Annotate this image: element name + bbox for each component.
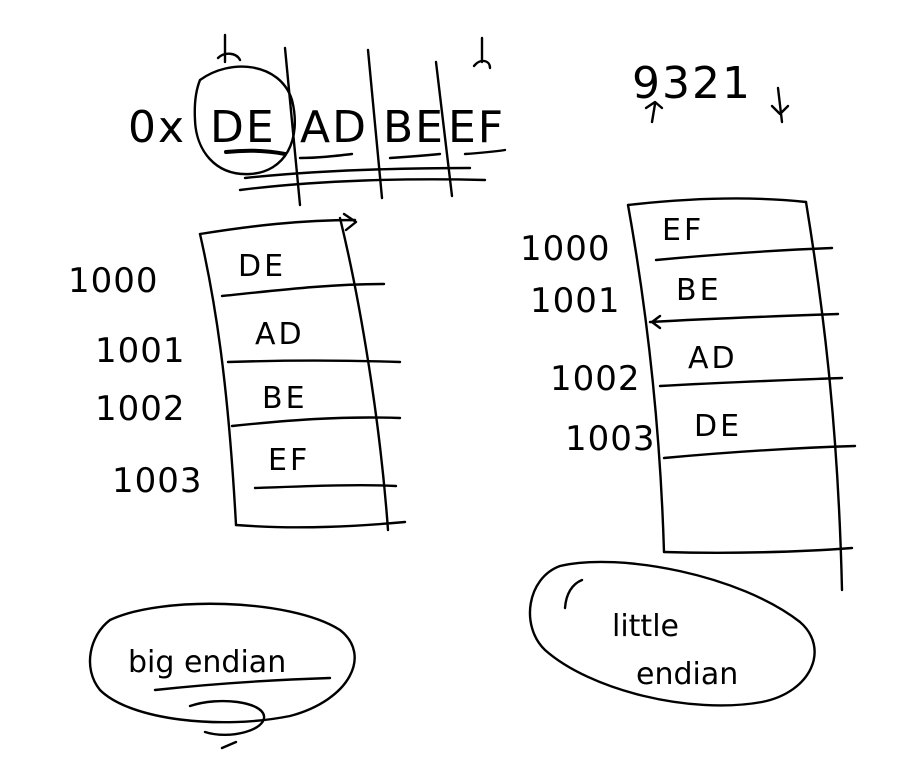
little-endian-address-3: 1002 <box>550 359 641 399</box>
big-endian-column-top <box>198 212 358 236</box>
little-endian-value-1: EF <box>662 213 704 248</box>
decimal-last-arrow <box>770 86 790 124</box>
big-endian-column-bottom <box>234 520 407 529</box>
byte-2-underline <box>298 152 354 160</box>
hex-value-group: 0x DE AD BE EF <box>128 33 507 207</box>
little-endian-value-4: DE <box>694 409 742 444</box>
big-endian-row-line-3 <box>230 416 402 428</box>
little-endian-row-line-2 <box>648 312 840 330</box>
hex-byte-1: DE <box>210 102 276 153</box>
big-endian-value-4: EF <box>268 443 310 478</box>
hex-underline-long-1 <box>243 166 472 180</box>
little-endian-row-line-4 <box>662 444 857 460</box>
big-endian-label: big endian <box>128 645 286 680</box>
little-endian-address-1: 1000 <box>520 229 611 269</box>
big-endian-address-1: 1000 <box>68 261 159 301</box>
big-endian-value-2: AD <box>255 317 305 352</box>
little-endian-column-top <box>626 197 808 207</box>
big-endian-address-3: 1002 <box>95 389 186 429</box>
byte-separator-2 <box>366 48 384 200</box>
decimal-first-arrow <box>644 100 664 124</box>
msb-arrow <box>216 33 242 64</box>
decimal-example: 9321 <box>632 58 752 109</box>
hex-prefix: 0x <box>128 102 186 153</box>
hex-byte-4: EF <box>448 102 505 153</box>
big-endian-label-tick <box>220 740 238 750</box>
big-endian-memory: 1000 1001 1002 1003 DE AD BE EF <box>68 212 407 532</box>
little-endian-row-line-3 <box>658 376 844 388</box>
big-endian-label-scribble <box>188 699 266 737</box>
decimal-example-group: 9321 <box>632 58 790 124</box>
little-endian-value-2: BE <box>676 273 722 308</box>
big-endian-row-line-4 <box>253 483 398 490</box>
lsb-arrow <box>472 36 492 70</box>
byte-separator-1 <box>283 46 302 207</box>
big-endian-label-group: big endian <box>88 602 356 750</box>
byte-4-underline <box>463 148 507 156</box>
little-endian-label-group: little endian <box>528 560 816 707</box>
big-endian-value-1: DE <box>238 249 286 284</box>
little-endian-label-inner-curve <box>563 578 584 610</box>
little-endian-value-3: AD <box>688 341 738 376</box>
big-endian-column-left <box>198 232 238 527</box>
little-endian-row-line-1 <box>654 246 834 262</box>
little-endian-column-left <box>626 203 666 554</box>
little-endian-label-ellipse <box>528 560 816 707</box>
big-endian-label-ellipse <box>88 602 356 724</box>
hex-byte-3: BE <box>383 102 445 153</box>
little-endian-label-line-1: little <box>612 609 679 644</box>
big-endian-label-underline <box>153 676 332 692</box>
little-endian-memory: 1000 1001 1002 1003 EF BE AD DE <box>520 197 857 592</box>
big-endian-row-line-1 <box>220 282 386 298</box>
msb-circle <box>193 65 297 176</box>
hex-underline-long-2 <box>238 178 487 192</box>
byte-separator-3 <box>434 60 454 198</box>
little-endian-address-2: 1001 <box>530 281 621 321</box>
big-endian-column-right <box>338 216 390 532</box>
big-endian-row-line-2 <box>226 359 402 364</box>
big-endian-address-2: 1001 <box>95 331 186 371</box>
little-endian-column-right <box>804 200 844 592</box>
little-endian-column-bottom <box>662 546 854 554</box>
little-endian-label-line-2: endian <box>636 657 738 692</box>
big-endian-value-3: BE <box>262 381 308 416</box>
byte-3-underline <box>388 152 442 160</box>
hex-byte-2: AD <box>300 102 368 153</box>
little-endian-address-4: 1003 <box>565 419 656 459</box>
big-endian-address-4: 1003 <box>112 461 203 501</box>
msb-underline <box>224 148 287 156</box>
